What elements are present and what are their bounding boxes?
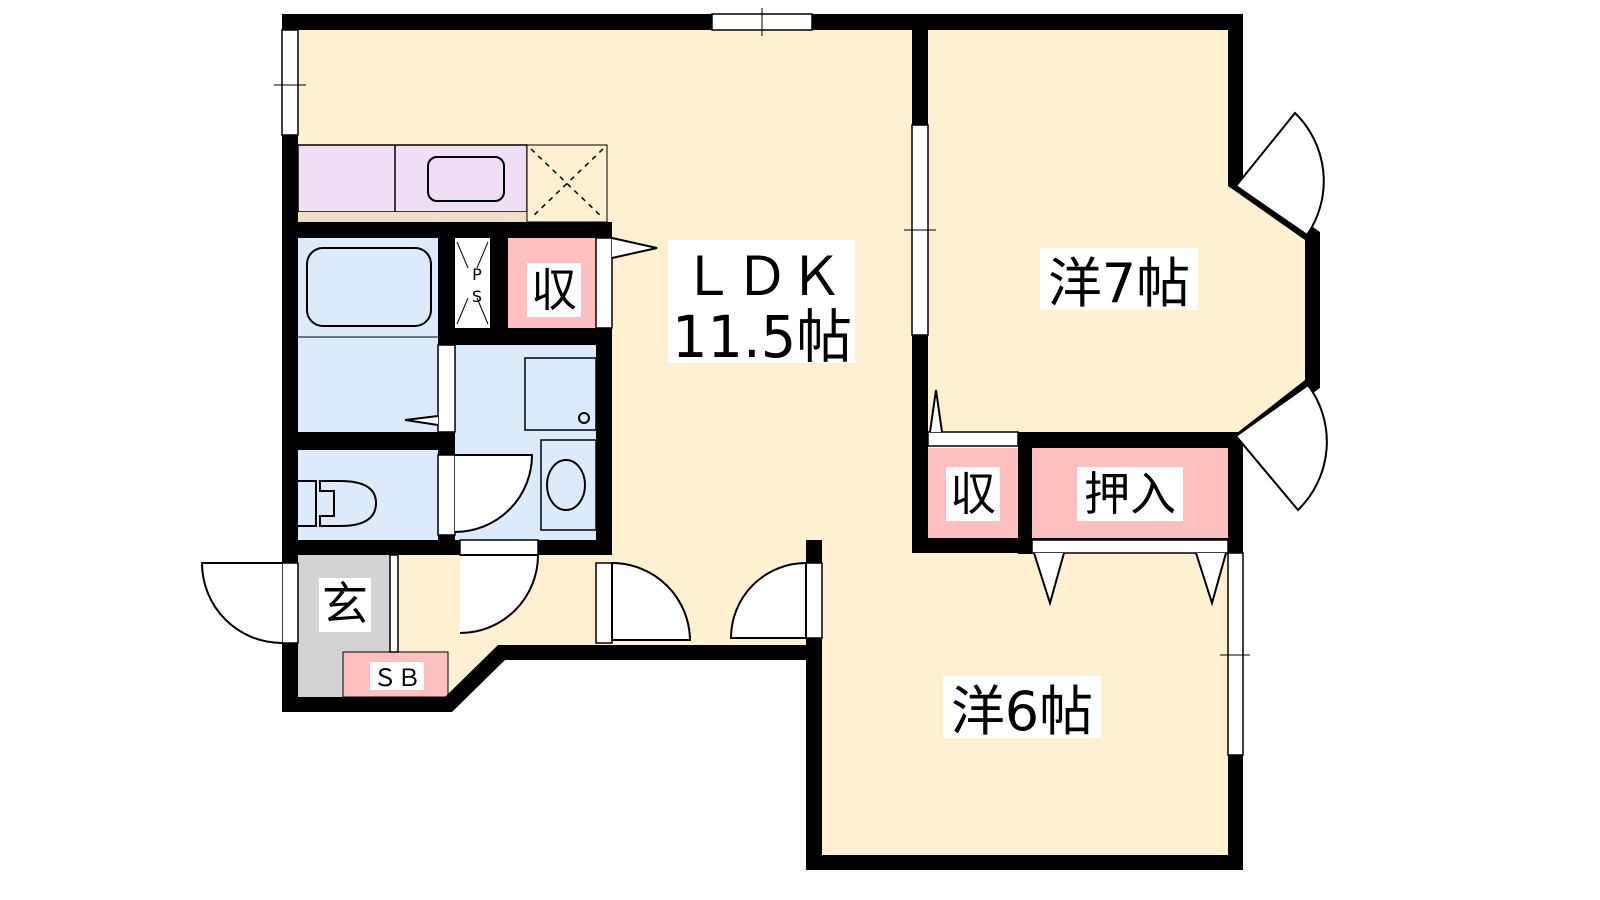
bay-door-bottom bbox=[1234, 383, 1328, 512]
bay-door-top bbox=[1234, 111, 1325, 237]
ldk-label: ＬＤＫ bbox=[681, 245, 843, 308]
counter-edge bbox=[298, 212, 527, 222]
ldk-size-label: 11.5帖 bbox=[672, 303, 852, 371]
storage-kitchen-label: 収 bbox=[531, 263, 577, 317]
doors bbox=[200, 111, 1328, 644]
ps-label-s: S bbox=[472, 287, 482, 306]
sink bbox=[427, 156, 505, 202]
ps-space bbox=[455, 238, 490, 328]
entrance-door bbox=[200, 562, 283, 644]
oshiire-label: 押入 bbox=[1084, 467, 1176, 521]
ldk-door-1 bbox=[611, 561, 692, 641]
washroom-door bbox=[459, 554, 540, 634]
bathroom-floor bbox=[298, 238, 438, 432]
ps-label-p: P bbox=[472, 265, 482, 284]
storage-west-label: 収 bbox=[950, 467, 996, 521]
western7-floor bbox=[928, 30, 1312, 440]
western6-label: 洋6帖 bbox=[951, 680, 1093, 743]
toilet-icon bbox=[298, 480, 378, 527]
shoe-box-label: ＳＢ bbox=[373, 664, 421, 692]
labels: ＬＤＫ 11.5帖 洋7帖 洋6帖 収 収 押入 玄 ＳＢ P S bbox=[319, 240, 1198, 743]
ldk-door-2 bbox=[729, 561, 807, 639]
bathtub bbox=[306, 247, 432, 327]
toilet-door bbox=[454, 454, 534, 533]
western7-label: 洋7帖 bbox=[1048, 252, 1190, 315]
genkan-label: 玄 bbox=[322, 577, 368, 631]
